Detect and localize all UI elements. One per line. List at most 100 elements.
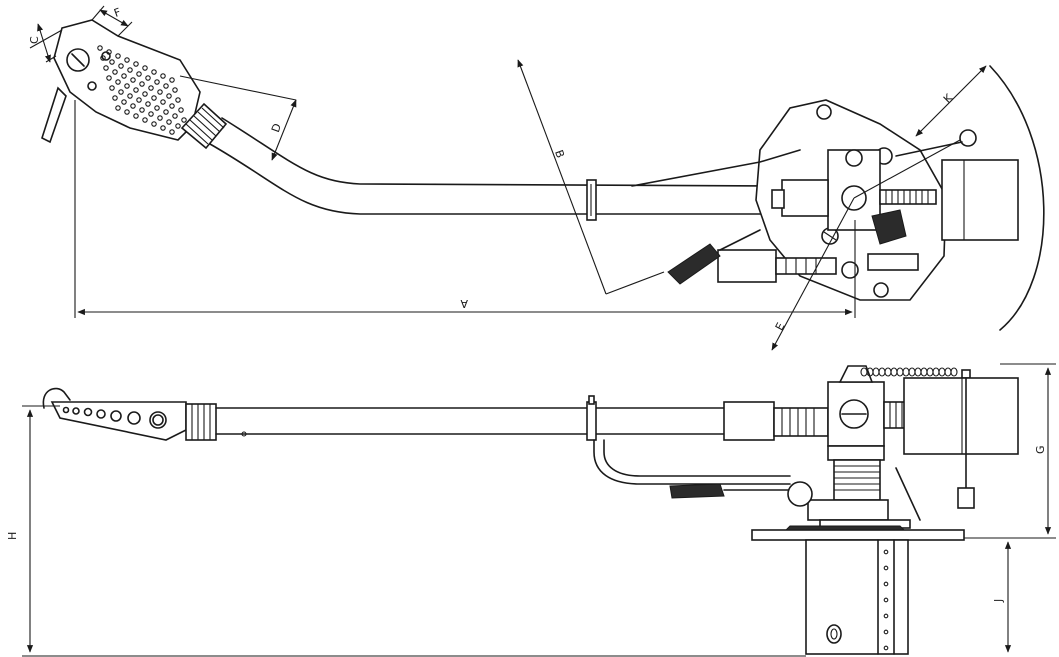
perforation-hole	[127, 93, 133, 99]
label-D: D	[269, 122, 284, 134]
perforation-hole	[100, 55, 106, 61]
chain-link	[884, 367, 892, 377]
perforation-hole	[145, 75, 151, 81]
perforation-hole	[97, 45, 103, 51]
perforation-hole	[127, 67, 133, 73]
label-H: H	[6, 532, 19, 540]
perforation-hole	[106, 75, 112, 81]
chain-link	[950, 367, 958, 377]
chain-link	[872, 367, 880, 377]
top-pivot-arc	[989, 65, 1045, 331]
top-threaded-rod	[879, 189, 937, 205]
perforation-hole	[112, 95, 118, 101]
chain-link	[920, 367, 928, 377]
perforation-hole	[109, 85, 115, 91]
perforation-hole	[124, 109, 130, 115]
perforation-hole	[157, 115, 163, 121]
perforation-hole	[151, 121, 157, 127]
perforation-hole	[121, 99, 127, 105]
chain-link	[908, 367, 916, 377]
perforation-hole	[139, 81, 145, 87]
side-counterweight	[903, 377, 1019, 455]
perforation-hole	[106, 49, 112, 55]
perforation-hole	[148, 85, 154, 91]
perforation-hole	[163, 83, 169, 89]
top-counterweight	[941, 159, 1019, 241]
perforation-hole	[166, 119, 172, 125]
perforation-hole	[124, 83, 130, 89]
perforation-hole	[160, 73, 166, 79]
perforation-hole	[115, 105, 121, 111]
perforation-hole	[133, 61, 139, 67]
perforation-hole	[103, 65, 109, 71]
side-mount-plate	[751, 529, 965, 541]
side-finger-hook	[42, 387, 71, 409]
chain-link	[932, 367, 940, 377]
top-headshell	[41, 19, 201, 144]
top-pivot-base	[631, 99, 1019, 301]
perforation-hole	[145, 101, 151, 107]
perforation-hole	[166, 93, 172, 99]
chain-link	[896, 367, 904, 377]
perforation-hole	[109, 59, 115, 65]
perforation-hole	[112, 69, 118, 75]
chain-link	[938, 367, 946, 377]
perforation-hole	[130, 103, 136, 109]
perforation-hole	[142, 65, 148, 71]
label-J: J	[992, 599, 1005, 603]
perforation-hole	[154, 105, 160, 111]
perforation-hole	[133, 113, 139, 119]
label-F: F	[112, 6, 122, 20]
perforation-hole	[121, 73, 127, 79]
perforation-hole	[151, 69, 157, 75]
chain-link	[944, 367, 952, 377]
side-spring-chain	[860, 367, 958, 377]
perforation-hole	[115, 53, 121, 59]
perforation-hole	[175, 97, 181, 103]
side-collar	[185, 403, 217, 441]
perforation-hole	[124, 57, 130, 63]
top-dimensions	[29, 5, 987, 351]
perforation-hole	[118, 89, 124, 95]
perforation-hole	[151, 95, 157, 101]
perforation-hole	[157, 89, 163, 95]
top-collar	[180, 102, 228, 150]
side-bearing-stack	[827, 445, 885, 461]
perforation-hole	[169, 129, 175, 135]
perforation-hole	[136, 71, 142, 77]
chain-link	[878, 367, 886, 377]
top-arm-tube	[209, 117, 781, 215]
label-C: C	[28, 36, 41, 44]
perforation-hole	[142, 117, 148, 123]
top-view	[41, 19, 1045, 331]
perforation-hole	[169, 77, 175, 83]
perforation-hole	[178, 107, 184, 113]
perforation-hole	[175, 123, 181, 129]
perforation-hole	[139, 107, 145, 113]
perforation-hole	[160, 125, 166, 131]
headshell-perforations	[97, 45, 190, 135]
label-B: B	[552, 148, 567, 160]
perforation-hole	[154, 79, 160, 85]
perforation-hole	[181, 117, 187, 123]
perforation-hole	[163, 109, 169, 115]
chain-link	[902, 367, 910, 377]
label-G: G	[1034, 445, 1047, 454]
perforation-hole	[136, 97, 142, 103]
perforation-hole	[172, 113, 178, 119]
perforation-hole	[172, 87, 178, 93]
chain-link	[890, 367, 898, 377]
perforation-hole	[148, 111, 154, 117]
chain-link	[914, 367, 922, 377]
perforation-hole	[130, 77, 136, 83]
label-A: A	[460, 297, 468, 310]
perforation-hole	[169, 103, 175, 109]
perforation-hole	[115, 79, 121, 85]
perforation-hole	[142, 91, 148, 97]
side-pillar	[805, 539, 909, 655]
side-view	[42, 365, 1019, 655]
perforation-hole	[160, 99, 166, 105]
side-dimensions	[22, 363, 1056, 657]
perforation-hole	[118, 63, 124, 69]
